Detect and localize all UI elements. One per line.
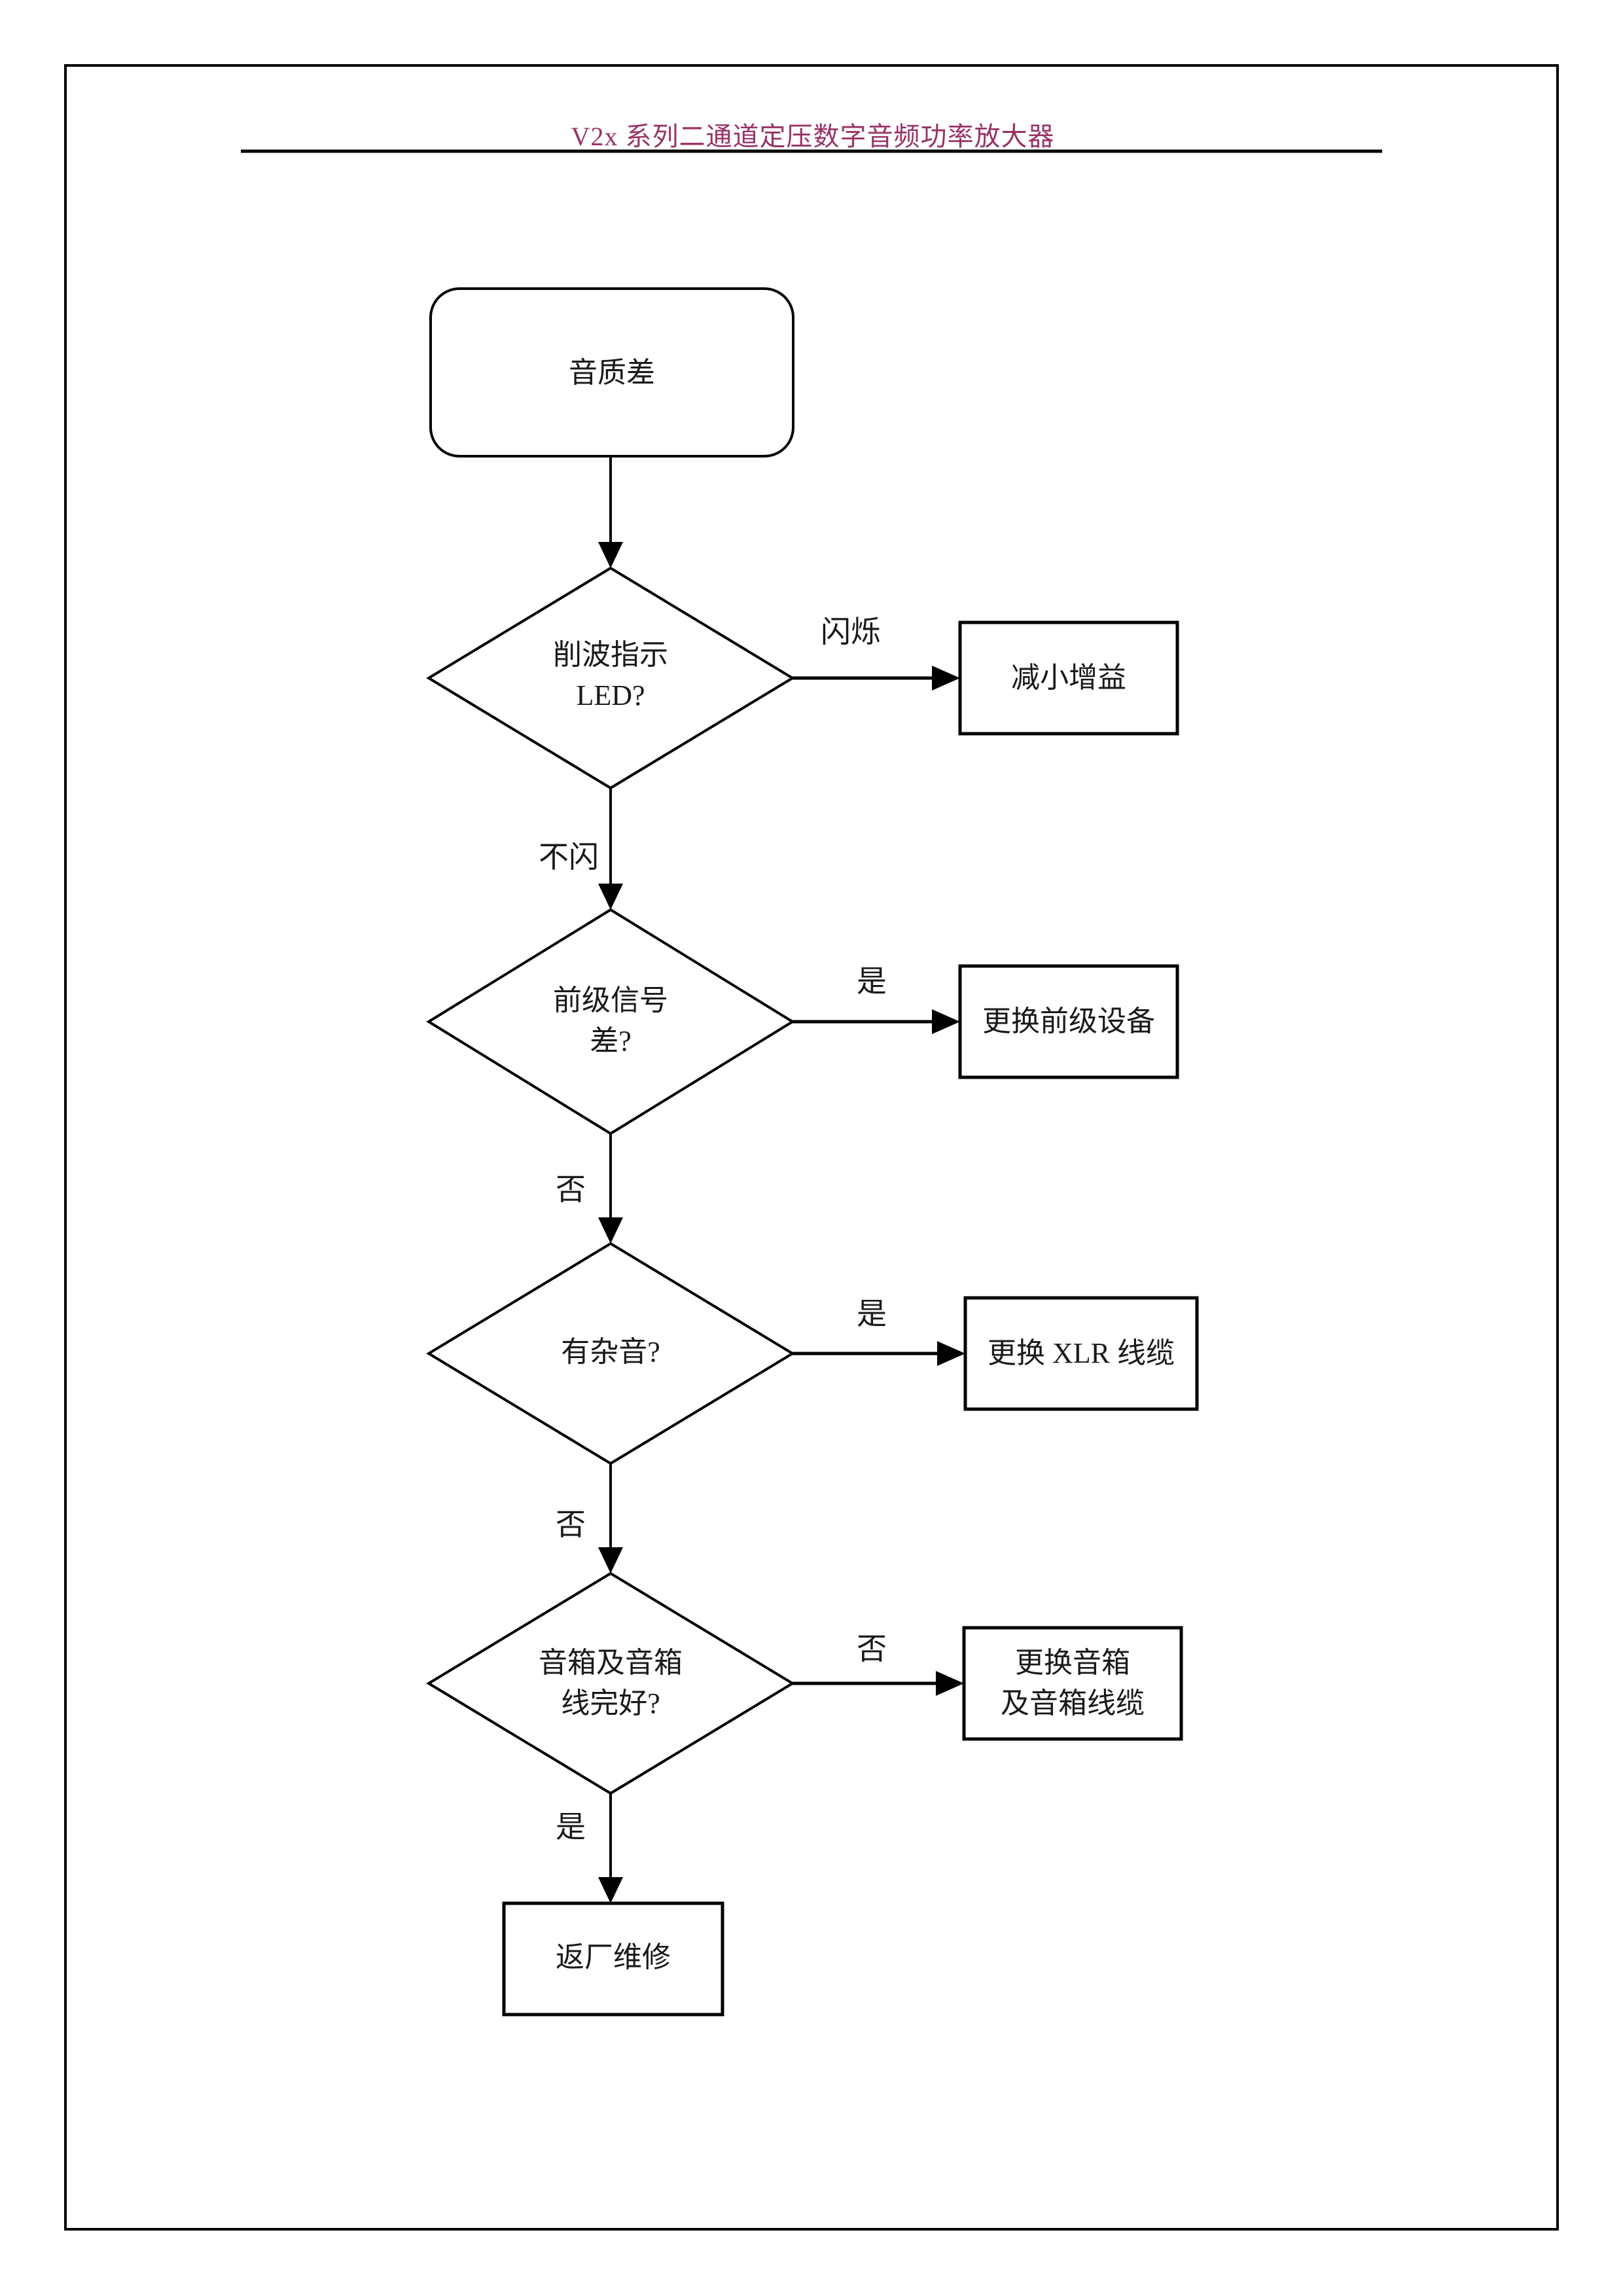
edge-label-no-3: 否 [857,1632,887,1666]
end-node-shape [502,1901,724,2017]
action-replace-speaker-line1: 更换音箱 [1015,1647,1130,1679]
arrowhead-right-icon [932,666,960,691]
page-title: V2x 系列二通道定压数字音频功率放大器 [571,122,1055,151]
decision-clip-led-line1: 削波指示 [553,639,668,671]
decision-speaker-ok-line1: 音箱及音箱 [539,1647,683,1679]
action-replace-upstream-shape [958,964,1179,1079]
decision-speaker-ok-label: 音箱及音箱 线完好? [539,1643,683,1724]
action-replace-xlr-label: 更换 XLR 线缆 [988,1337,1175,1369]
arrowhead-right-icon [936,1671,964,1696]
edge-label-not-flashing: 不闪 [539,840,599,874]
start-node-shape [429,287,794,457]
arrowhead-right-icon [932,1009,960,1034]
edge-label-yes-1: 是 [857,965,887,998]
action-replace-xlr-shape [963,1296,1199,1411]
decision-upstream-signal-line2: 差? [590,1025,632,1057]
edge-label-yes-3: 是 [556,1810,586,1844]
arrowhead-down-icon [598,884,623,910]
edge-label-flashing: 闪烁 [821,615,881,649]
decision-upstream-signal-line1: 前级信号 [553,984,668,1016]
edge-label-no-2: 否 [556,1508,586,1541]
decision-clip-led-line2: LED? [576,679,645,711]
action-reduce-gain-label: 减小增益 [1011,662,1126,694]
arrowhead-down-icon [598,1217,623,1244]
arrowhead-down-icon [598,1877,623,1903]
action-replace-speaker-label: 更换音箱 及音箱线缆 [1001,1643,1145,1724]
action-replace-upstream-label: 更换前级设备 [982,1005,1155,1037]
arrowhead-down-icon [598,1547,623,1573]
edge-label-no-1: 否 [556,1173,586,1206]
action-replace-speaker-line2: 及音箱线缆 [1001,1687,1145,1719]
edge-label-yes-2: 是 [857,1297,887,1331]
decision-clip-led-label: 削波指示 LED? [553,635,668,716]
decision-noise-label: 有杂音? [561,1336,660,1368]
decision-speaker-ok-line2: 线完好? [561,1687,660,1719]
start-node-label: 音质差 [569,357,655,389]
arrowhead-right-icon [937,1341,965,1366]
page-border [64,64,1559,2231]
end-node-label: 返厂维修 [556,1941,671,1973]
action-reduce-gain-shape [958,620,1179,736]
decision-upstream-signal-label: 前级信号 差? [553,980,668,1062]
arrowhead-down-icon [598,542,623,568]
action-replace-speaker-shape [962,1626,1183,1741]
